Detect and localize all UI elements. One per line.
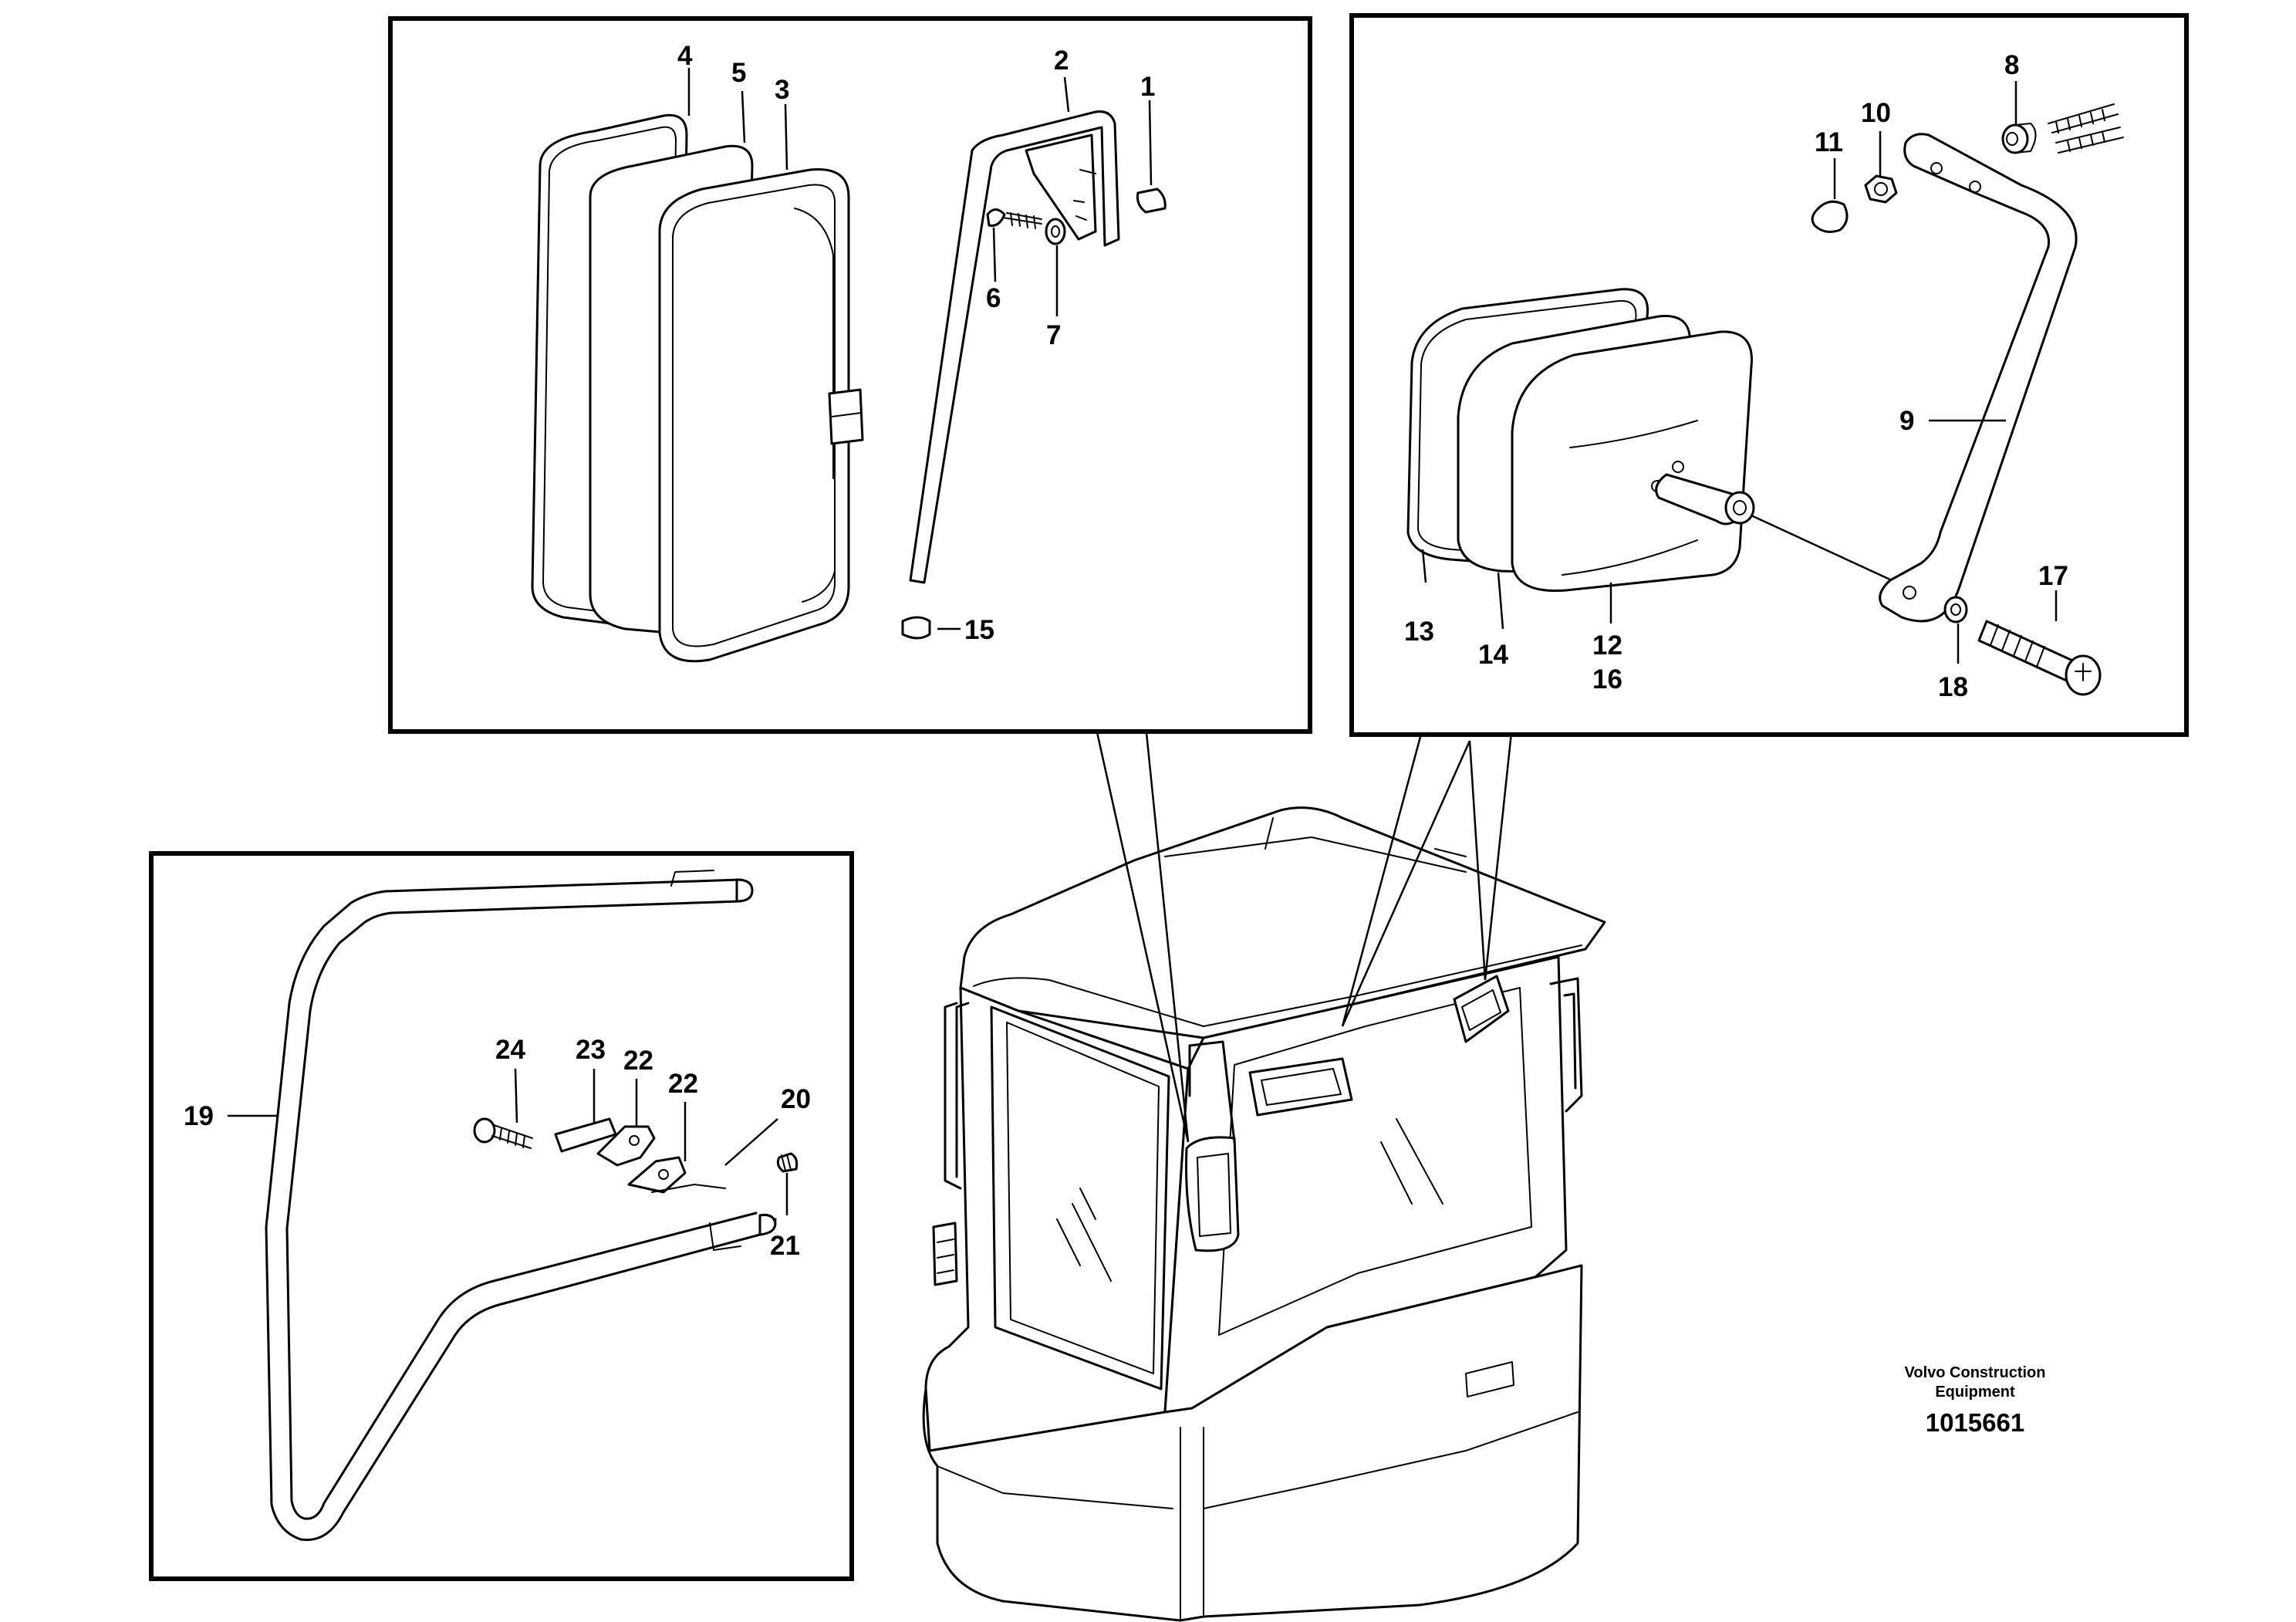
callout-18: 18 <box>1938 672 1968 702</box>
callout-17: 17 <box>2038 561 2068 591</box>
cab-illustration <box>922 806 1606 1622</box>
callout-11: 11 <box>1815 127 1843 157</box>
callout-10: 10 <box>1861 98 1891 128</box>
callout-7: 7 <box>1046 320 1061 350</box>
handrail-19 <box>265 878 777 1542</box>
detail-box-mirror-right: 8 10 11 9 17 18 13 14 12 16 <box>1349 13 2189 737</box>
washer-18 <box>1943 596 1968 623</box>
callout-15: 15 <box>964 615 994 645</box>
callout-2: 2 <box>1054 46 1069 76</box>
callout-1: 1 <box>1140 72 1155 102</box>
callout-22a: 22 <box>623 1046 653 1076</box>
detail-box-handrail: 24 23 22 22 20 21 19 <box>149 851 854 1581</box>
mirror-housing-12 <box>1511 330 1753 593</box>
bolt-24 <box>473 1117 496 1144</box>
callout-6: 6 <box>986 283 1001 313</box>
callout-12: 12 <box>1592 630 1622 661</box>
brand-line-2: Equipment <box>1935 1384 2015 1401</box>
callout-16: 16 <box>1592 664 1622 694</box>
callout-24: 24 <box>495 1035 525 1065</box>
mirror-housing-3 <box>658 167 850 663</box>
bolt-6 <box>986 208 1006 227</box>
nut-10 <box>1864 174 1898 204</box>
callout-13: 13 <box>1404 617 1434 647</box>
callout-9: 9 <box>1899 406 1914 436</box>
caption-block: Volvo Construction Equipment 1015661 <box>1905 1364 2046 1437</box>
callout-23: 23 <box>576 1035 606 1065</box>
mirror-arm-9 <box>1879 133 2078 623</box>
callout-8: 8 <box>2004 50 2019 80</box>
mirror-arm-2 <box>909 110 1120 584</box>
nut-1 <box>1136 188 1167 214</box>
cap-15 <box>901 616 931 640</box>
brand-line-1: Volvo Construction <box>1905 1364 2046 1381</box>
callout-22b: 22 <box>668 1069 698 1099</box>
detail-box-mirror-left: 4 5 3 2 1 6 7 15 <box>388 16 1312 734</box>
drawing-number: 1015661 <box>1926 1408 2024 1437</box>
callout-21: 21 <box>770 1231 800 1261</box>
callout-19: 19 <box>184 1101 214 1131</box>
callout-5: 5 <box>731 58 746 88</box>
callout-14: 14 <box>1478 640 1508 670</box>
callout-4: 4 <box>677 41 693 71</box>
detail-pointers <box>1094 725 1514 1143</box>
cap-11 <box>1811 200 1849 233</box>
clamp-22a <box>596 1125 656 1167</box>
callout-20: 20 <box>781 1084 811 1114</box>
washer-7 <box>1045 218 1066 245</box>
callout-3: 3 <box>775 75 789 105</box>
